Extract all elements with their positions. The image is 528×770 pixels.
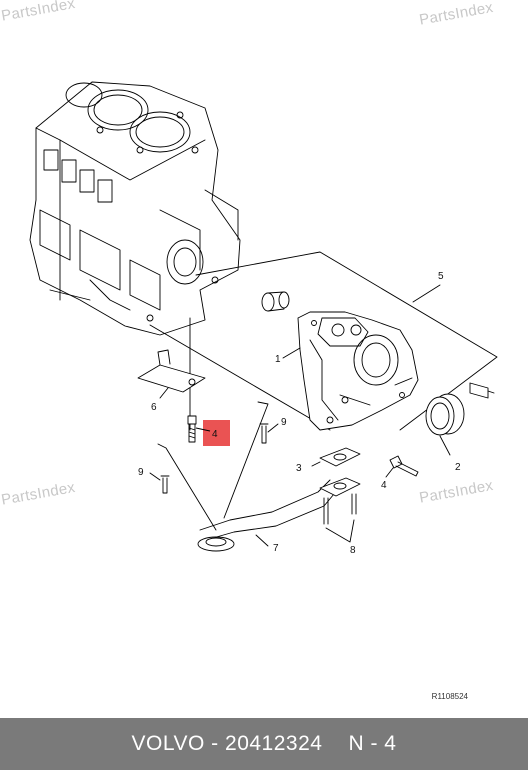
leader-line bbox=[439, 435, 451, 456]
bushing-part bbox=[261, 291, 290, 312]
bracket-part bbox=[137, 349, 206, 393]
reference-code: R1108524 bbox=[431, 692, 468, 701]
bolt-right bbox=[389, 455, 419, 477]
bolt-small-9b bbox=[160, 475, 170, 494]
callout-label: 6 bbox=[151, 402, 157, 413]
leader-line bbox=[267, 423, 279, 433]
bolt-highlighted bbox=[187, 415, 197, 443]
tube-flange bbox=[319, 477, 361, 525]
seal-screw bbox=[469, 382, 495, 399]
footer-brand: VOLVO bbox=[131, 732, 205, 755]
leader-line bbox=[385, 467, 394, 478]
callout-label: 3 bbox=[296, 463, 302, 474]
callout-label: 9 bbox=[138, 467, 144, 478]
leader-line bbox=[325, 519, 355, 543]
leader-line bbox=[159, 387, 169, 399]
footer-separator: - bbox=[211, 732, 219, 755]
exploded-parts-diagram: 5 1 2 3 4 4 6 7 8 9 9 bbox=[29, 81, 498, 556]
callout-label: 4 bbox=[381, 480, 387, 491]
gasket-part bbox=[319, 447, 361, 467]
leader-line bbox=[412, 284, 441, 303]
callout-label: 4 bbox=[212, 429, 218, 440]
callout-label: 1 bbox=[275, 354, 281, 365]
oil-pump-housing bbox=[297, 311, 419, 431]
callout-label: 9 bbox=[281, 417, 287, 428]
callout-label: 2 bbox=[455, 462, 461, 473]
footer-part-number: 20412324 bbox=[225, 732, 323, 755]
leader-line bbox=[195, 427, 211, 432]
highlight-box bbox=[203, 420, 230, 446]
leader-line bbox=[149, 324, 331, 431]
oil-seal-part bbox=[425, 393, 465, 436]
leader-line bbox=[282, 347, 301, 359]
footer-position: N - 4 bbox=[348, 732, 397, 755]
bolt-small-9a bbox=[259, 423, 269, 444]
leader-line bbox=[149, 472, 161, 481]
leader-line bbox=[255, 534, 269, 547]
footer-bar: VOLVO - 20412324 N - 4 bbox=[0, 718, 528, 770]
callout-label: 5 bbox=[438, 271, 444, 282]
oil-pickup-tube bbox=[157, 401, 335, 552]
callout-frame-5 bbox=[195, 251, 498, 431]
callout-label: 7 bbox=[273, 543, 279, 554]
diagram-canvas: 5 1 2 3 4 4 6 7 8 9 9 PartsIndex PartsIn… bbox=[0, 0, 498, 701]
engine-block bbox=[29, 81, 241, 336]
callout-label: 8 bbox=[350, 545, 356, 556]
leader-line bbox=[311, 461, 321, 467]
